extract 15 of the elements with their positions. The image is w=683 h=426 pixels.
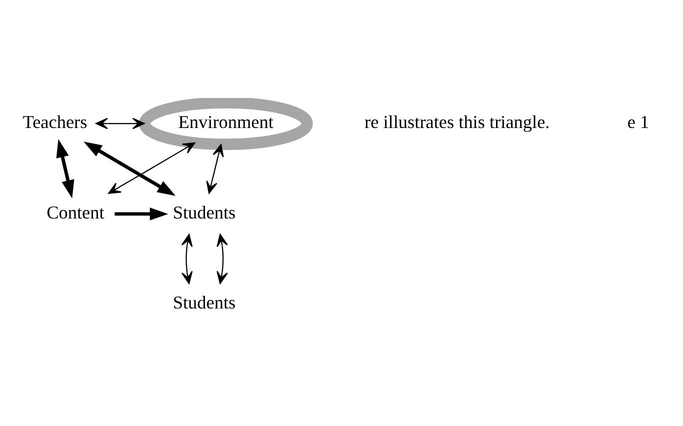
node-ellipse: Environment (138, 98, 313, 150)
arrow (114, 207, 168, 220)
arrow (56, 138, 74, 198)
arrow (206, 144, 224, 194)
arrow (181, 233, 193, 284)
node-text: Teachers (22, 111, 88, 132)
label: e 1 (627, 111, 650, 132)
node-text: Students (172, 202, 236, 222)
arrow (108, 142, 196, 194)
arrow (84, 141, 176, 196)
node-text: Students (172, 292, 236, 312)
node-text: Content (46, 202, 104, 222)
arrow (216, 233, 228, 284)
arrow (95, 117, 145, 129)
label: re illustrates this triangle. (364, 111, 550, 132)
